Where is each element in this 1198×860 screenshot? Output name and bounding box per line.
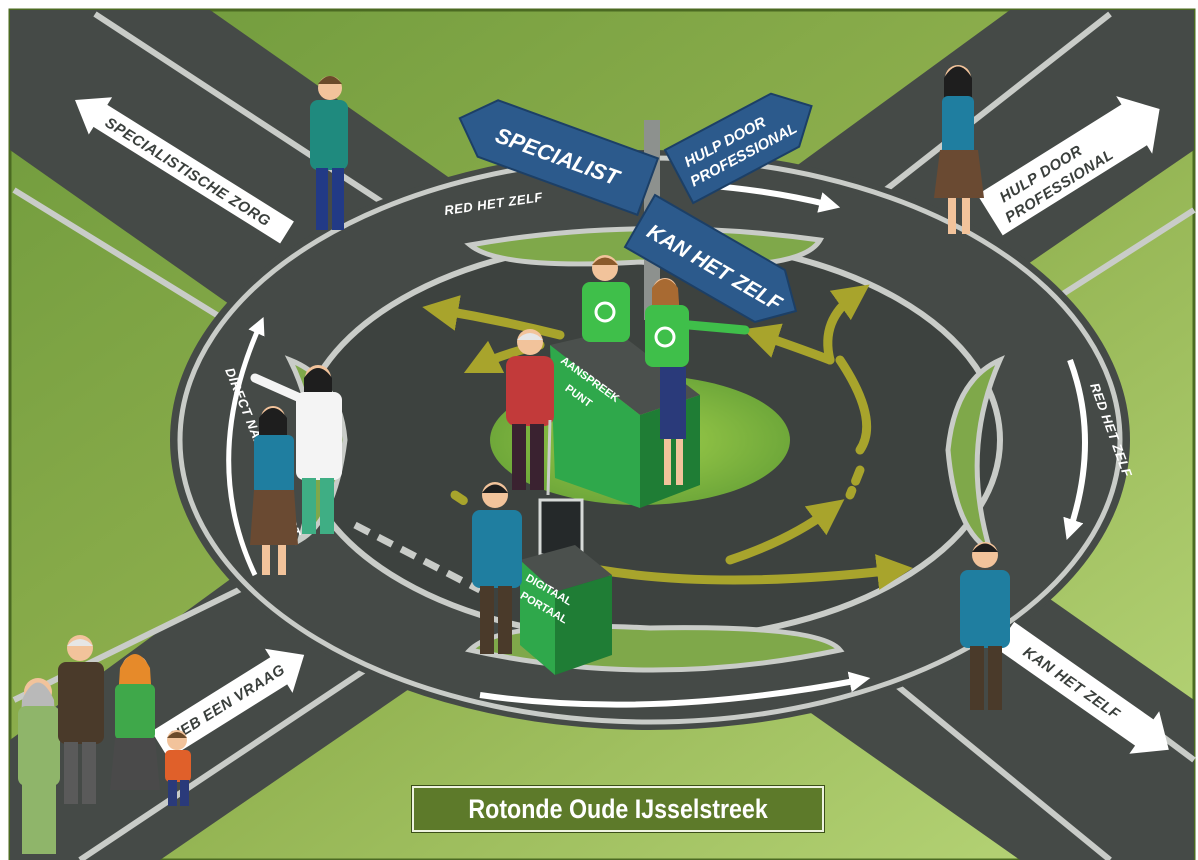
person-man-teal [310, 76, 348, 230]
people [18, 65, 1010, 854]
person-man-bottom-right [960, 542, 1010, 710]
person-group-family [18, 635, 191, 854]
title-banner: Rotonde Oude IJsselstreek [411, 785, 825, 833]
flow-arrows [422, 284, 913, 590]
person-woman-patient [250, 406, 298, 575]
person-doctor [250, 365, 342, 534]
title-text: Rotonde Oude IJsselstreek [468, 793, 768, 824]
person-elderly-man-red [506, 329, 554, 496]
person-info-staff-man [582, 255, 630, 342]
person-info-staff-woman [645, 278, 750, 485]
digitaal-portaal-kiosk: DIGITAAL PORTAAL [518, 498, 612, 675]
person-woman-brown-skirt [934, 65, 984, 234]
person-man-at-portal [472, 482, 522, 654]
